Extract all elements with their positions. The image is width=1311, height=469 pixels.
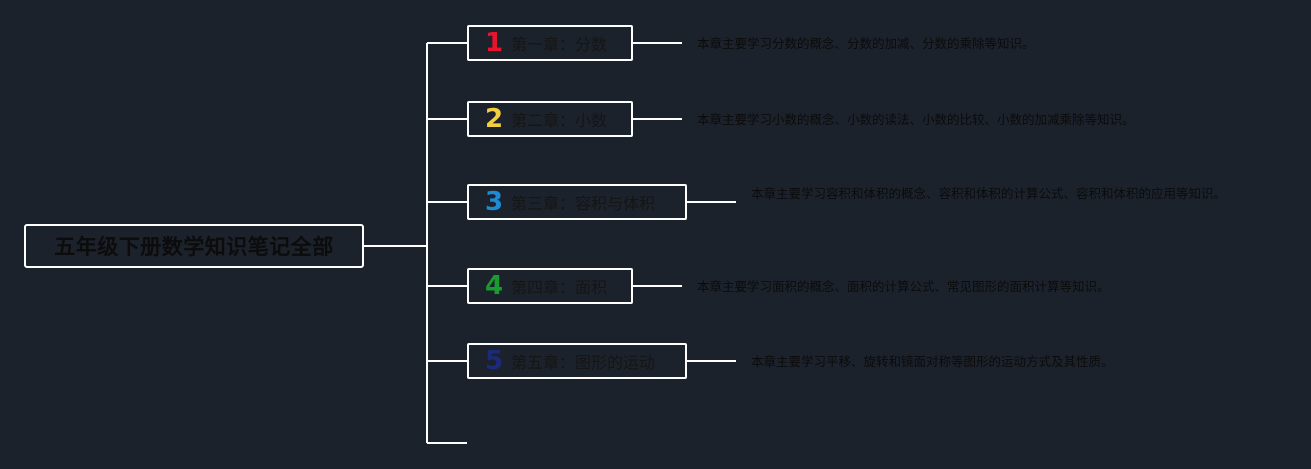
chapter-node-4[interactable]: 4 第四章：面积	[467, 268, 633, 304]
chapter-description-5: 本章主要学习平移、旋转和镜面对称等图形的运动方式及其性质。	[751, 354, 1114, 369]
chapter-description-2: 本章主要学习小数的概念、小数的读法、小数的比较、小数的加减乘除等知识。	[697, 112, 1135, 127]
chapter-description-3: 本章主要学习容积和体积的概念、容积和体积的计算公式、容积和体积的应用等知识。	[751, 186, 1227, 201]
chapter-title-2: 第二章：小数	[511, 111, 608, 130]
chapter-number-5: 5	[485, 346, 504, 376]
chapter-title-5: 第五章：图形的运动	[511, 353, 656, 372]
chapter-title-1: 第一章：分数	[511, 35, 608, 54]
chapter-node-2[interactable]: 2 第二章：小数	[467, 101, 633, 137]
chapter-description-4: 本章主要学习面积的概念、面积的计算公式、常见图形的面积计算等知识。	[697, 279, 1110, 294]
chapter-title-3: 第三章：容积与体积	[511, 194, 656, 213]
chapter-node-3[interactable]: 3 第三章：容积与体积	[467, 184, 687, 220]
chapter-description-1: 本章主要学习分数的概念、分数的加减、分数的乘除等知识。	[697, 36, 1035, 51]
root-title: 五年级下册数学知识笔记全部	[54, 235, 334, 259]
chapter-title-4: 第四章：面积	[511, 278, 608, 297]
chapter-number-3: 3	[485, 187, 504, 217]
root-node[interactable]: 五年级下册数学知识笔记全部	[24, 224, 364, 268]
chapter-node-1[interactable]: 1 第一章：分数	[467, 25, 633, 61]
chapter-number-2: 2	[485, 104, 504, 134]
chapter-node-5[interactable]: 5 第五章：图形的运动	[467, 343, 687, 379]
chapter-number-4: 4	[485, 271, 504, 301]
chapter-number-1: 1	[485, 28, 504, 58]
